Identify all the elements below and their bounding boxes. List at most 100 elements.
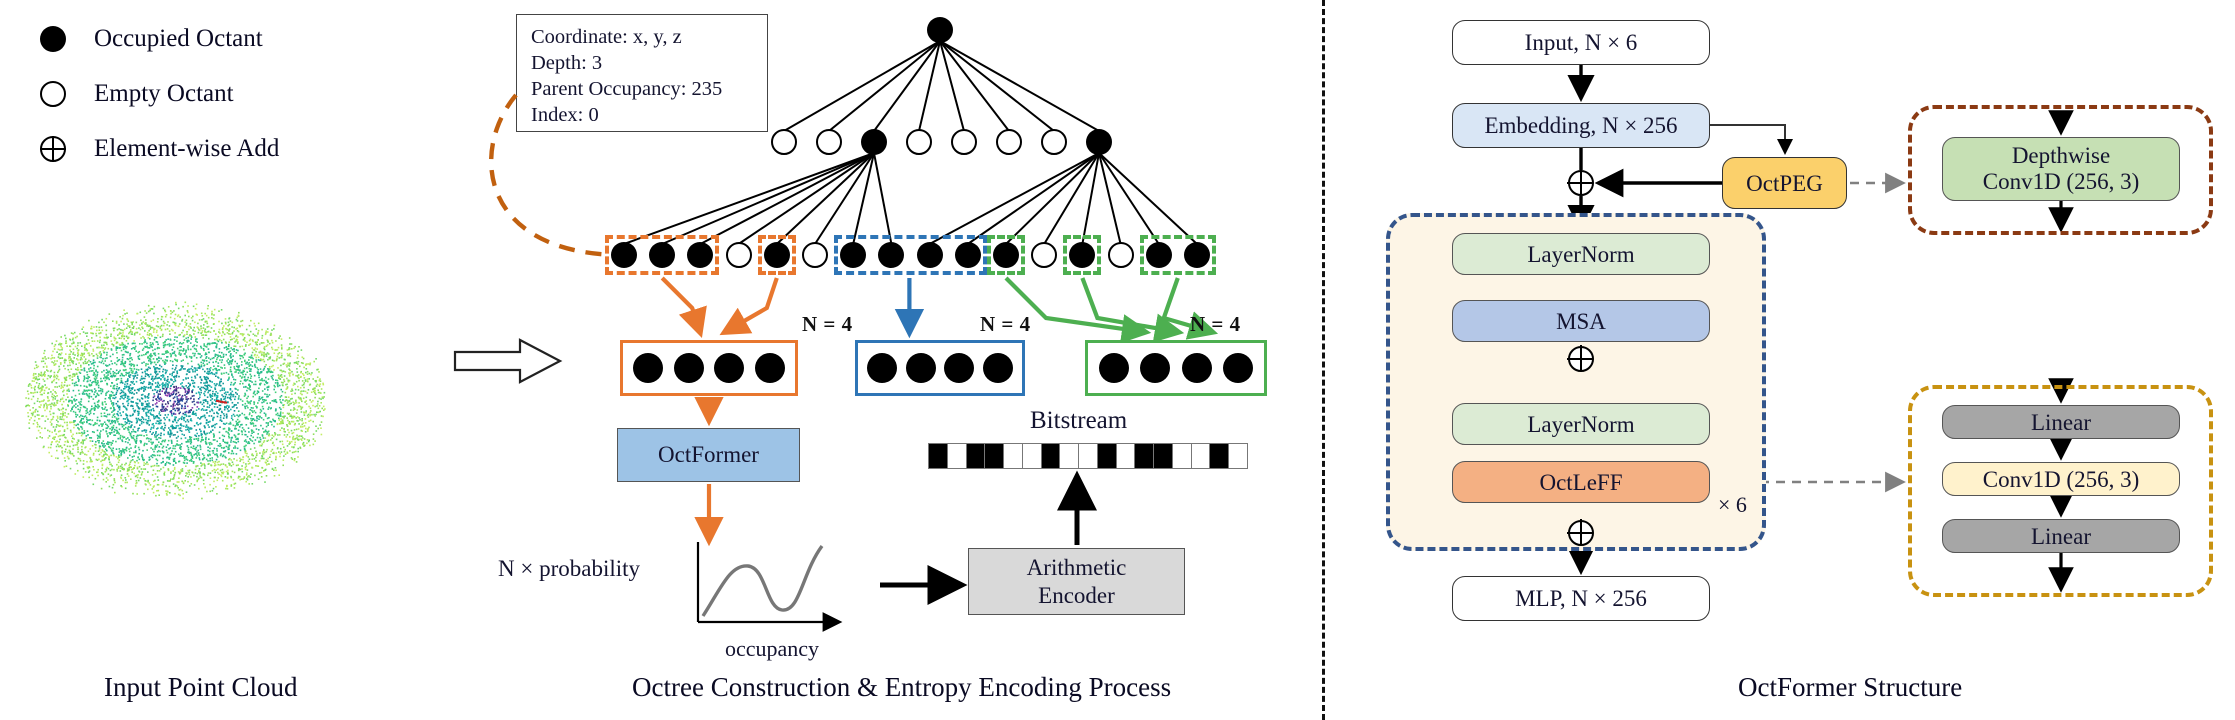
bitstream-cell-15 bbox=[1210, 444, 1230, 468]
bitstream-cell-8 bbox=[1079, 444, 1098, 468]
batch-octant-2-3 bbox=[1222, 353, 1253, 383]
bitstream-cell-1 bbox=[947, 444, 967, 468]
octpeg-detail-dashed-box bbox=[1908, 105, 2213, 235]
octree-node-l3-9 bbox=[954, 242, 981, 268]
bitstream-cell-6 bbox=[1041, 444, 1061, 468]
legend-label-add: Element-wise Add bbox=[94, 135, 280, 162]
octree-node-l3-7 bbox=[878, 242, 905, 268]
octree-node-l2-0 bbox=[771, 129, 797, 155]
layernorm-1-box[interactable]: LayerNorm bbox=[1452, 233, 1710, 275]
msa-box[interactable]: MSA bbox=[1452, 300, 1710, 342]
info-depth: Depth: 3 bbox=[531, 52, 603, 74]
orange-group-b bbox=[757, 235, 796, 275]
info-coordinate: Coordinate: x, y, z bbox=[531, 26, 682, 48]
batch-label-orange: N = 4 bbox=[802, 312, 853, 336]
empty-circle-icon bbox=[40, 81, 66, 107]
linear-box-top[interactable]: Linear bbox=[1942, 405, 2180, 439]
circled-plus-icon bbox=[40, 136, 66, 162]
bitstream-cell-11 bbox=[1135, 444, 1155, 468]
octpeg-box[interactable]: OctPEG bbox=[1722, 157, 1847, 209]
occupancy-label: occupancy bbox=[724, 636, 820, 661]
batch-box-orange bbox=[620, 340, 798, 396]
batch-box-green bbox=[1085, 340, 1267, 396]
batch-octant-0-2 bbox=[714, 353, 745, 383]
green-group-c bbox=[1139, 235, 1216, 275]
repeat-count-label: × 6 bbox=[1718, 492, 1747, 517]
legend-label-occupied: Occupied Octant bbox=[94, 25, 263, 52]
bitstream-cell-9 bbox=[1097, 444, 1117, 468]
octree-node-root bbox=[927, 17, 953, 43]
octree-node-l3-10 bbox=[993, 242, 1019, 268]
bitstream-title: Bitstream bbox=[1030, 407, 1128, 434]
legend-item-occupied: Occupied Octant bbox=[40, 25, 263, 53]
bitstream-cell-7 bbox=[1060, 444, 1080, 468]
batch-octant-0-3 bbox=[754, 353, 785, 383]
octree-node-l3-0 bbox=[611, 242, 637, 268]
batch-octant-2-0 bbox=[1099, 353, 1130, 383]
arithmetic-encoder-line1: Arithmetic bbox=[1026, 554, 1127, 580]
caption-octformer-structure: OctFormer Structure bbox=[1738, 672, 1963, 702]
point-cloud-svg bbox=[25, 301, 326, 500]
layernorm-2-box[interactable]: LayerNorm bbox=[1452, 403, 1710, 445]
arithmetic-encoder-line2: Encoder bbox=[1038, 582, 1115, 608]
input-box[interactable]: Input, N × 6 bbox=[1452, 20, 1710, 65]
batch-octant-2-1 bbox=[1140, 353, 1171, 383]
depthwise-conv1d-line2: Conv1D (256, 3) bbox=[1982, 169, 2140, 194]
octree-node-l2-4 bbox=[951, 129, 977, 155]
filled-circle-icon bbox=[40, 26, 66, 52]
mlp-box[interactable]: MLP, N × 256 bbox=[1452, 576, 1710, 621]
green-group-a bbox=[987, 235, 1025, 275]
octleff-detail-dashed-box bbox=[1908, 385, 2213, 597]
panel-divider bbox=[1322, 0, 1325, 720]
octree-node-l3-5 bbox=[802, 242, 828, 268]
probability-curve bbox=[701, 544, 824, 617]
embedding-box[interactable]: Embedding, N × 256 bbox=[1452, 103, 1710, 148]
batch-octant-1-3 bbox=[983, 353, 1014, 383]
batch-label-blue: N = 4 bbox=[980, 312, 1031, 336]
octformer-box[interactable]: OctFormer bbox=[617, 428, 800, 482]
bitstream-cell-2 bbox=[966, 444, 986, 468]
batch-octant-2-2 bbox=[1181, 353, 1212, 383]
batch-octant-1-0 bbox=[866, 353, 897, 383]
linear-box-bottom[interactable]: Linear bbox=[1942, 519, 2180, 553]
octree-node-l2-5 bbox=[996, 129, 1022, 155]
octree-node-l2-2 bbox=[861, 129, 887, 155]
legend-item-add: Element-wise Add bbox=[40, 135, 279, 163]
batch-box-blue bbox=[855, 340, 1025, 396]
octree-node-l2-3 bbox=[906, 129, 932, 155]
arithmetic-encoder-box[interactable]: Arithmetic Encoder bbox=[968, 548, 1185, 615]
legend-item-empty: Empty Octant bbox=[40, 80, 234, 108]
input-point-cloud-image bbox=[20, 280, 350, 530]
bitstream-cell-14 bbox=[1191, 444, 1211, 468]
octree-node-l3-4 bbox=[763, 242, 790, 268]
add-node-embedding bbox=[1567, 169, 1594, 196]
bitstream-cell-12 bbox=[1154, 444, 1173, 468]
octree-node-l3-11 bbox=[1031, 242, 1058, 268]
batch-label-green: N = 4 bbox=[1190, 312, 1241, 336]
batch-octant-1-1 bbox=[905, 353, 936, 383]
bitstream-cell-13 bbox=[1172, 444, 1192, 468]
caption-input-point-cloud: Input Point Cloud bbox=[104, 672, 298, 702]
blue-group bbox=[834, 235, 987, 275]
conv1d-box[interactable]: Conv1D (256, 3) bbox=[1942, 462, 2180, 496]
green-group-b bbox=[1063, 235, 1102, 275]
octree-node-l3-13 bbox=[1107, 242, 1134, 268]
octree-node-l3-1 bbox=[649, 242, 676, 268]
depthwise-conv1d-box[interactable]: Depthwise Conv1D (256, 3) bbox=[1942, 137, 2180, 201]
caption-octree-process: Octree Construction & Entropy Encoding P… bbox=[632, 672, 1172, 702]
bitstream-cell-10 bbox=[1116, 444, 1136, 468]
batch-octant-1-2 bbox=[944, 353, 975, 383]
depthwise-conv1d-line1: Depthwise bbox=[2011, 143, 2111, 168]
octree-node-l3-15 bbox=[1184, 242, 1210, 268]
octree-node-l2-1 bbox=[816, 129, 842, 155]
add-node-msa bbox=[1567, 345, 1594, 372]
batch-octant-0-0 bbox=[633, 353, 664, 383]
bitstream-cell-0 bbox=[929, 444, 948, 468]
probability-axis-label: N × probability bbox=[498, 556, 641, 581]
add-node-leff bbox=[1567, 519, 1594, 546]
bitstream-cell-5 bbox=[1022, 444, 1042, 468]
octree-node-l3-14 bbox=[1145, 242, 1172, 268]
octleff-box[interactable]: OctLeFF bbox=[1452, 461, 1710, 503]
bitstream-cell-4 bbox=[1004, 444, 1023, 468]
